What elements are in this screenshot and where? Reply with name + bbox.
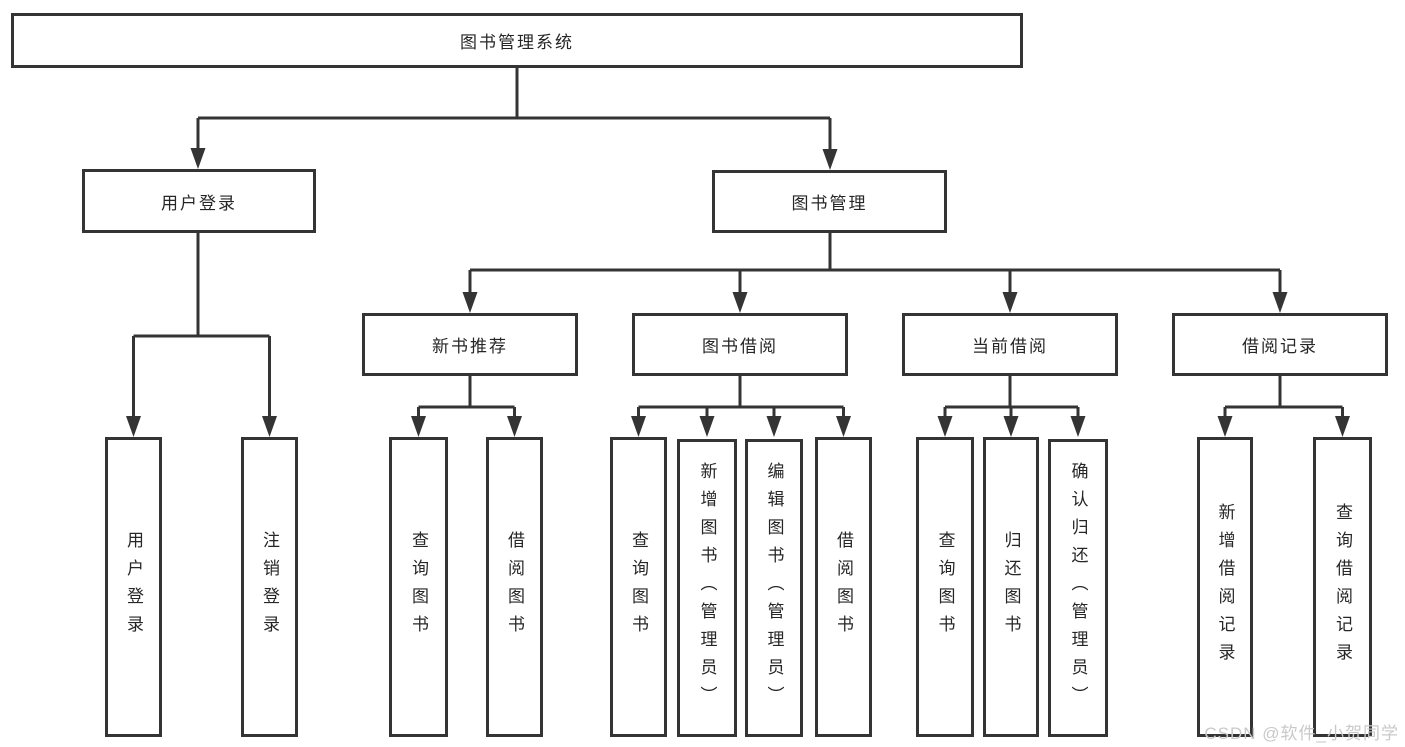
leaf-query-book-recommend-label: 查询图书 [409,531,428,643]
node-user-login: 用户登录 [82,169,316,233]
leaf-return-book: 归还图书 [983,437,1039,737]
node-current-borrowing: 当前借阅 [902,313,1118,376]
node-book-borrowing: 图书借阅 [632,313,848,376]
arrowhead [1070,416,1086,437]
arrowhead [732,292,748,313]
leaf-query-book-recommend: 查询图书 [389,437,448,737]
csdn-watermark: CSDN @软件_小贺同学 [1204,724,1399,743]
arrowhead [699,416,715,437]
leaf-user-login-label: 用户登录 [124,531,143,643]
arrowhead [411,416,426,437]
leaf-query-book-borrowing-label: 查询图书 [629,531,648,643]
leaf-edit-book-admin-label: 编辑图书（管理员） [764,462,784,714]
node-current-borrowing-label: 当前借阅 [972,337,1048,356]
arrowhead [631,416,646,437]
leaf-borrow-book-borrowing-label: 借阅图书 [834,531,853,643]
arrowhead [836,416,851,437]
node-borrowing-records-label: 借阅记录 [1242,337,1318,356]
leaf-return-book-label: 归还图书 [1001,531,1021,643]
arrowhead [937,416,953,437]
arrowhead [507,416,522,437]
leaf-logout: 注销登录 [241,437,298,737]
leaf-add-book-admin-label: 新增图书（管理员） [697,462,717,714]
node-book-borrowing-label: 图书借阅 [702,337,778,356]
arrowhead [462,292,478,313]
leaf-add-borrow-record-label: 新增借阅记录 [1215,503,1235,671]
leaf-borrow-book-recommend: 借阅图书 [486,437,543,737]
arrowhead [1272,292,1288,313]
leaf-logout-label: 注销登录 [260,531,279,643]
node-library-system-label: 图书管理系统 [460,33,574,52]
node-book-management: 图书管理 [712,170,947,233]
leaf-add-borrow-record: 新增借阅记录 [1197,437,1253,737]
node-book-management-label: 图书管理 [791,194,868,213]
leaf-confirm-return-admin-label: 确认归还（管理员） [1068,462,1088,714]
arrowhead [1335,416,1350,437]
leaf-borrow-book-borrowing: 借阅图书 [815,437,872,737]
arrowhead [262,416,277,437]
leaf-add-book-admin: 新增图书（管理员） [677,439,737,737]
arrowhead [190,148,206,169]
leaf-edit-book-admin: 编辑图书（管理员） [745,439,803,737]
leaf-query-borrow-record-label: 查询借阅记录 [1333,503,1352,671]
arrowhead [822,149,838,170]
leaf-query-book-borrowing: 查询图书 [610,437,667,737]
arrowhead [1217,416,1233,437]
node-library-system: 图书管理系统 [11,13,1023,68]
leaf-query-book-current: 查询图书 [916,437,974,737]
leaf-confirm-return-admin: 确认归还（管理员） [1048,439,1108,737]
arrowhead [1002,292,1018,313]
arrowhead [1003,416,1019,437]
node-user-login-label: 用户登录 [161,193,237,213]
leaf-query-book-current-label: 查询图书 [935,531,955,643]
leaf-user-login: 用户登录 [105,437,162,737]
leaf-query-borrow-record: 查询借阅记录 [1313,437,1372,737]
arrowhead [126,416,141,437]
arrowhead [766,416,782,437]
node-new-book-recommend: 新书推荐 [362,313,578,376]
node-new-book-recommend-label: 新书推荐 [432,337,508,356]
leaf-borrow-book-recommend-label: 借阅图书 [505,531,524,643]
node-borrowing-records: 借阅记录 [1172,313,1388,376]
